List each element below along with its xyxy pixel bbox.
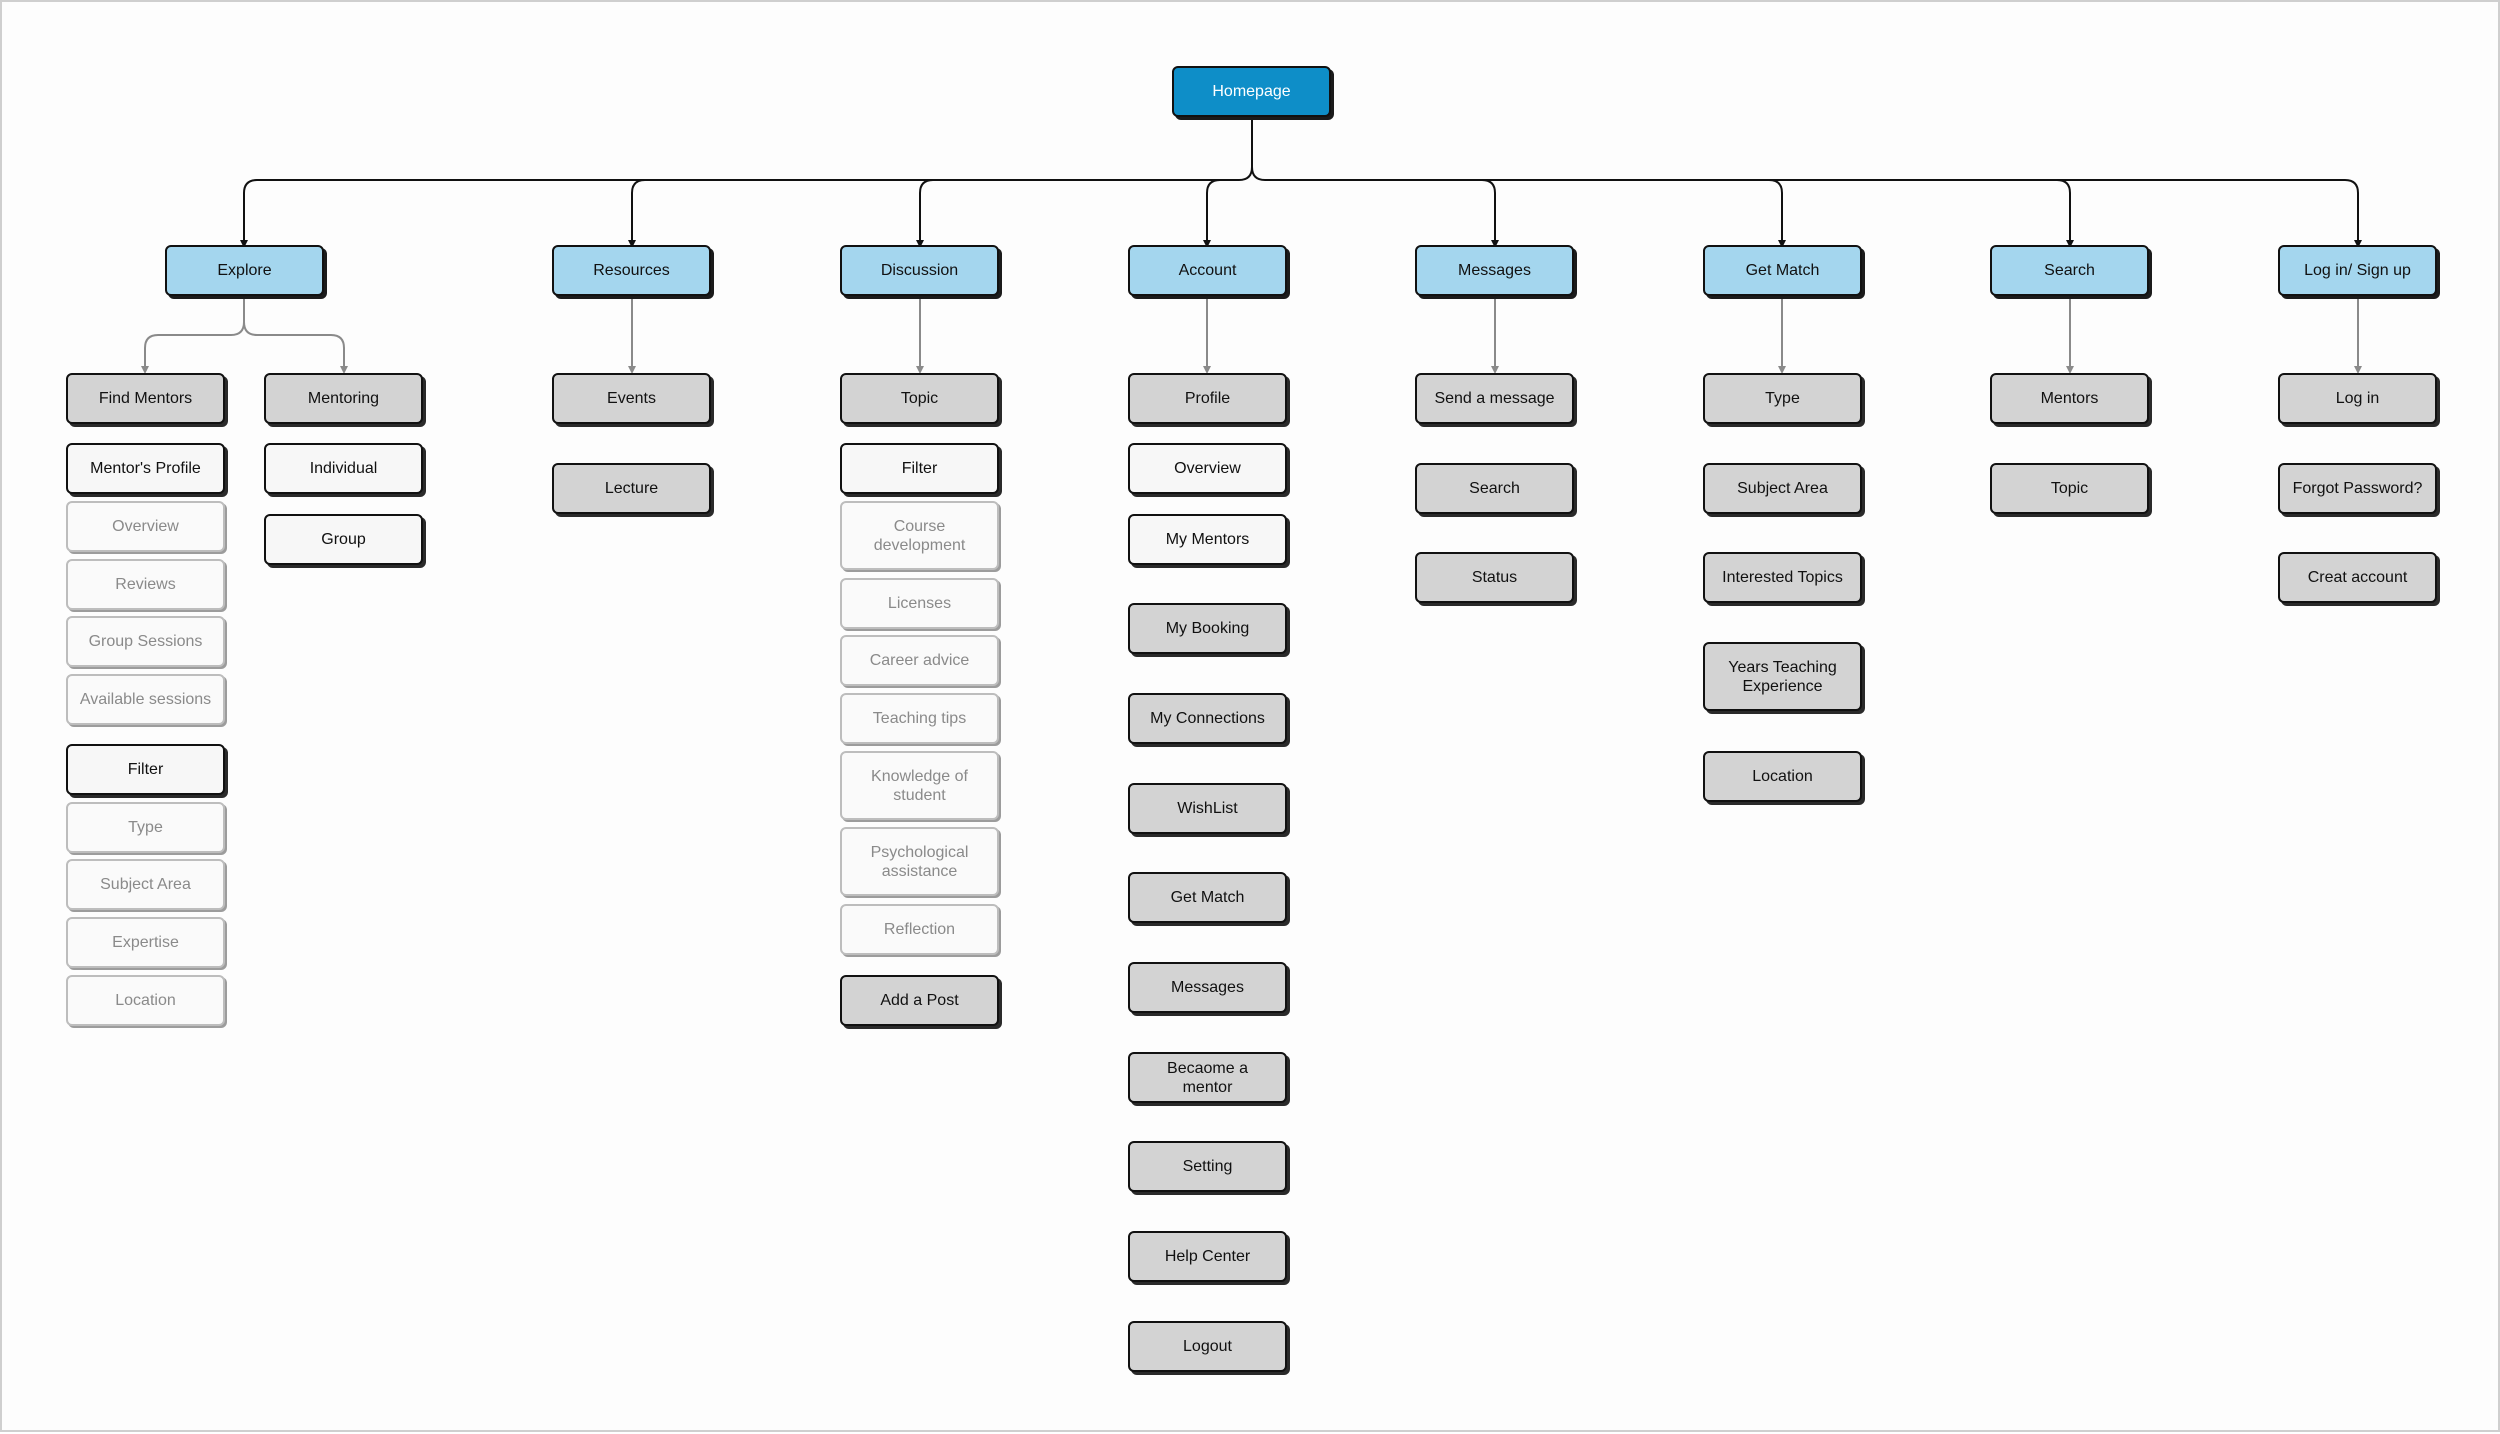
node-log-in[interactable]: Log in bbox=[2278, 373, 2437, 424]
node-send-a-message[interactable]: Send a message bbox=[1415, 373, 1574, 424]
node-get-match[interactable]: Get Match bbox=[1703, 245, 1862, 296]
node-mentoring[interactable]: Mentoring bbox=[264, 373, 423, 424]
node-explore-filter[interactable]: Filter bbox=[66, 744, 225, 795]
node-create-account[interactable]: Creat account bbox=[2278, 552, 2437, 603]
node-search-mentors[interactable]: Mentors bbox=[1990, 373, 2149, 424]
node-my-connections[interactable]: My Connections bbox=[1128, 693, 1287, 744]
node-become-a-mentor[interactable]: Becaome a mentor bbox=[1128, 1052, 1287, 1103]
node-search[interactable]: Search bbox=[1990, 245, 2149, 296]
node-profile-overview[interactable]: Overview bbox=[66, 501, 225, 552]
node-help-center[interactable]: Help Center bbox=[1128, 1231, 1287, 1282]
node-my-mentors[interactable]: My Mentors bbox=[1128, 514, 1287, 565]
node-reflection[interactable]: Reflection bbox=[840, 904, 999, 955]
node-mentoring-individual[interactable]: Individual bbox=[264, 443, 423, 494]
node-course-development[interactable]: Course development bbox=[840, 501, 999, 570]
node-account-messages[interactable]: Messages bbox=[1128, 962, 1287, 1013]
node-logout[interactable]: Logout bbox=[1128, 1321, 1287, 1372]
node-match-type[interactable]: Type bbox=[1703, 373, 1862, 424]
node-profile-reviews[interactable]: Reviews bbox=[66, 559, 225, 610]
node-match-subject-area[interactable]: Subject Area bbox=[1703, 463, 1862, 514]
node-teaching-tips[interactable]: Teaching tips bbox=[840, 693, 999, 744]
node-licenses[interactable]: Licenses bbox=[840, 578, 999, 629]
node-discussion[interactable]: Discussion bbox=[840, 245, 999, 296]
node-explore-filter-subject-area[interactable]: Subject Area bbox=[66, 859, 225, 910]
node-login-signup[interactable]: Log in/ Sign up bbox=[2278, 245, 2437, 296]
node-discussion-topic[interactable]: Topic bbox=[840, 373, 999, 424]
node-match-location[interactable]: Location bbox=[1703, 751, 1862, 802]
node-events[interactable]: Events bbox=[552, 373, 711, 424]
node-find-mentors[interactable]: Find Mentors bbox=[66, 373, 225, 424]
node-resources[interactable]: Resources bbox=[552, 245, 711, 296]
node-explore[interactable]: Explore bbox=[165, 245, 324, 296]
node-messages-search[interactable]: Search bbox=[1415, 463, 1574, 514]
node-messages-status[interactable]: Status bbox=[1415, 552, 1574, 603]
node-mentoring-group[interactable]: Group bbox=[264, 514, 423, 565]
node-match-interested-topics[interactable]: Interested Topics bbox=[1703, 552, 1862, 603]
node-discussion-filter[interactable]: Filter bbox=[840, 443, 999, 494]
node-career-advice[interactable]: Career advice bbox=[840, 635, 999, 686]
node-match-years-teaching-experience[interactable]: Years Teaching Experience bbox=[1703, 642, 1862, 711]
node-profile-group-sessions[interactable]: Group Sessions bbox=[66, 616, 225, 667]
node-homepage[interactable]: Homepage bbox=[1172, 66, 1331, 117]
node-account-get-match[interactable]: Get Match bbox=[1128, 872, 1287, 923]
node-explore-filter-type[interactable]: Type bbox=[66, 802, 225, 853]
node-wishlist[interactable]: WishList bbox=[1128, 783, 1287, 834]
node-account-profile[interactable]: Profile bbox=[1128, 373, 1287, 424]
node-setting[interactable]: Setting bbox=[1128, 1141, 1287, 1192]
node-account-overview[interactable]: Overview bbox=[1128, 443, 1287, 494]
node-search-topic[interactable]: Topic bbox=[1990, 463, 2149, 514]
node-profile-available-sessions[interactable]: Available sessions bbox=[66, 674, 225, 725]
node-messages[interactable]: Messages bbox=[1415, 245, 1574, 296]
node-lecture[interactable]: Lecture bbox=[552, 463, 711, 514]
node-forgot-password[interactable]: Forgot Password? bbox=[2278, 463, 2437, 514]
node-add-a-post[interactable]: Add a Post bbox=[840, 975, 999, 1026]
node-explore-filter-location[interactable]: Location bbox=[66, 975, 225, 1026]
node-mentors-profile[interactable]: Mentor's Profile bbox=[66, 443, 225, 494]
node-psychological-assistance[interactable]: Psychological assistance bbox=[840, 827, 999, 896]
node-my-booking[interactable]: My Booking bbox=[1128, 603, 1287, 654]
node-knowledge-of-student[interactable]: Knowledge of student bbox=[840, 751, 999, 820]
node-explore-filter-expertise[interactable]: Expertise bbox=[66, 917, 225, 968]
node-account[interactable]: Account bbox=[1128, 245, 1287, 296]
